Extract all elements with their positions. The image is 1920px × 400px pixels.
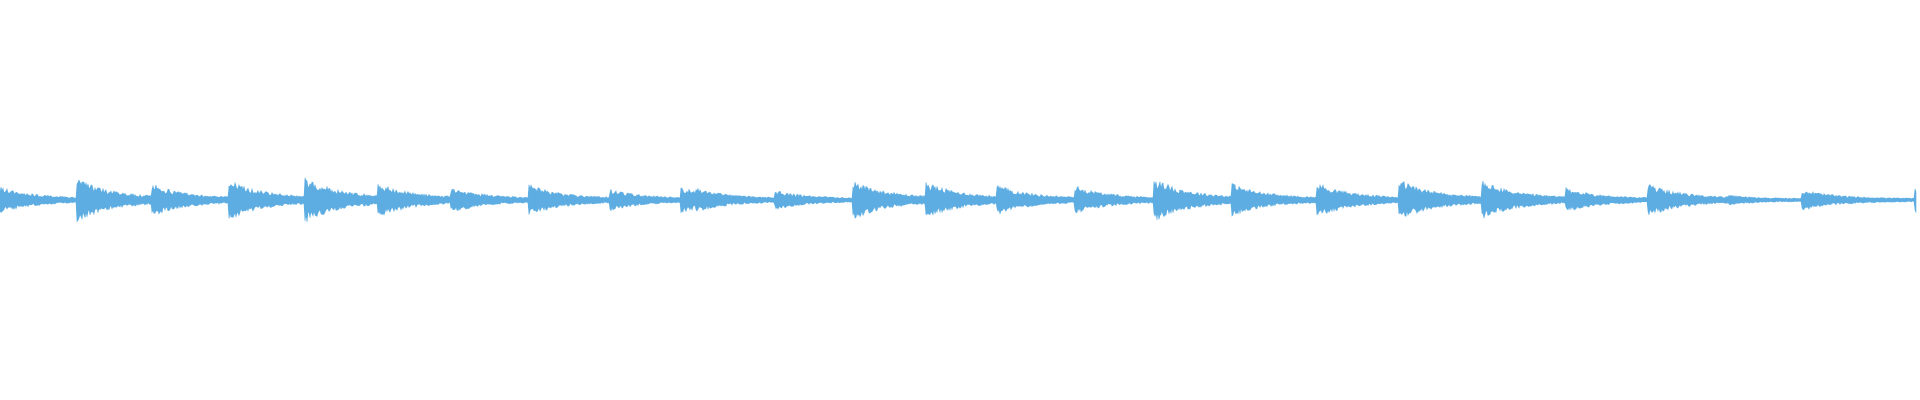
waveform-graphic [0, 177, 1917, 223]
